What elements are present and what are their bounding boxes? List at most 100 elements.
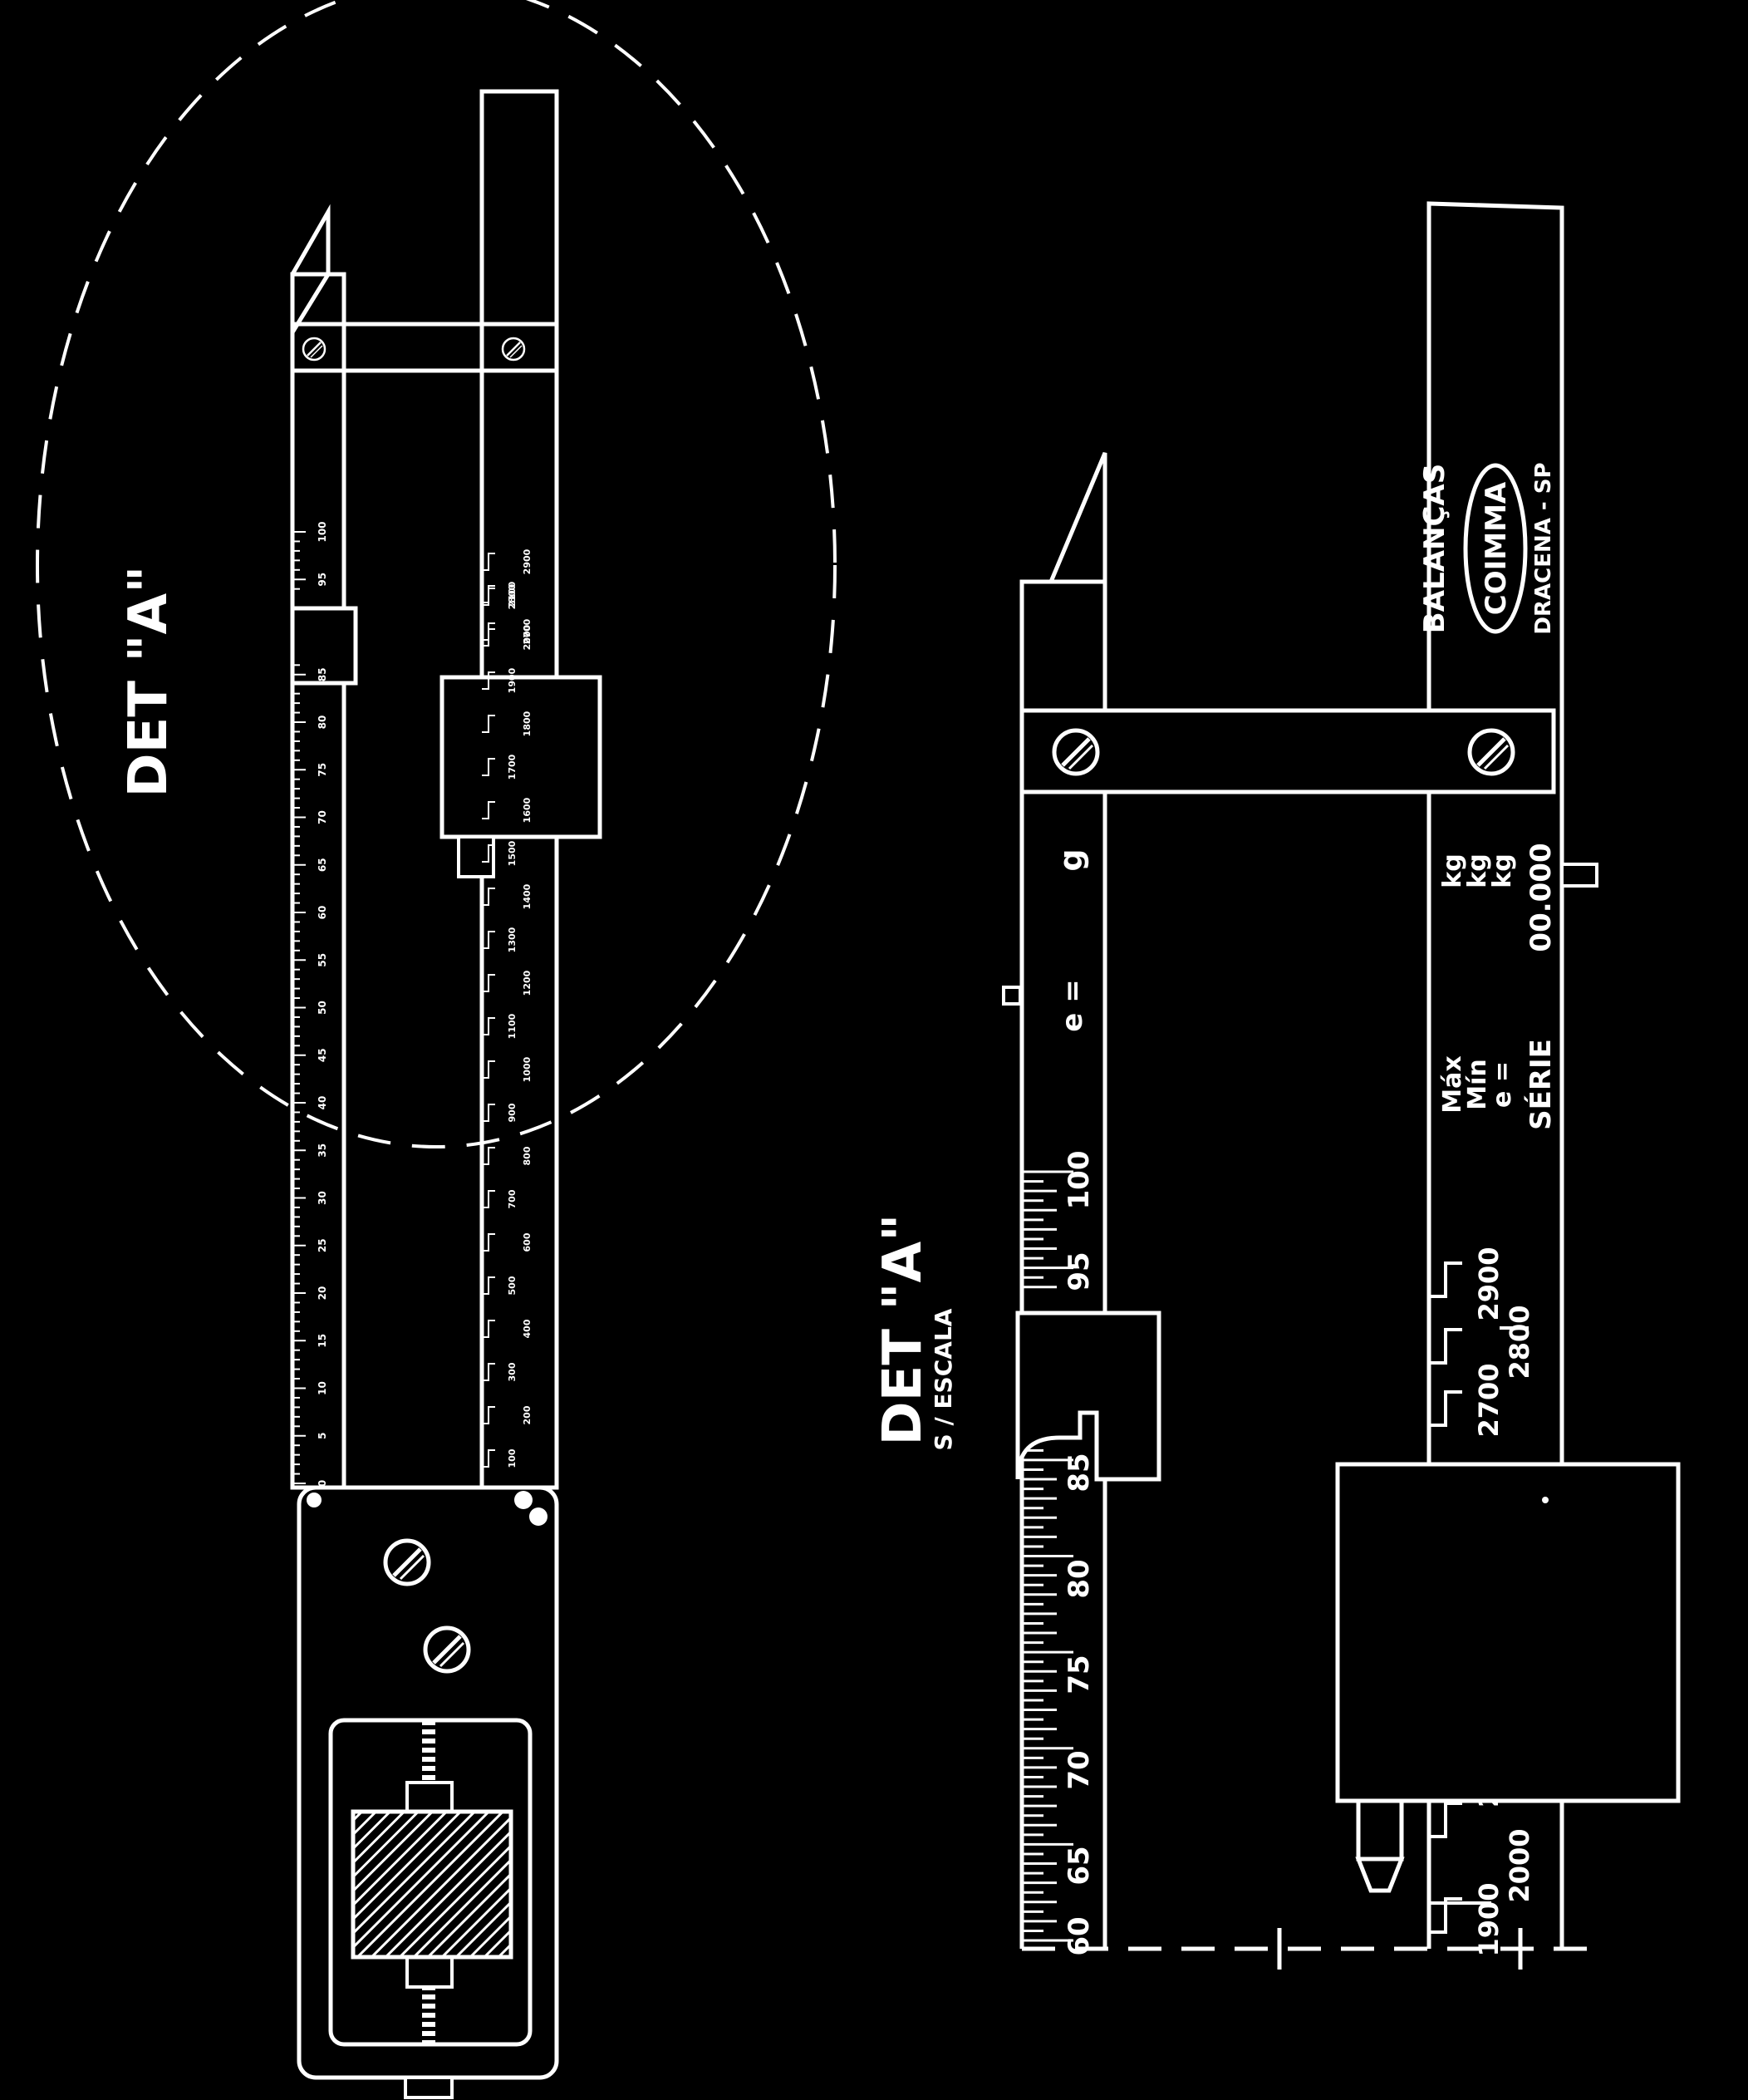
overview-crossbar bbox=[290, 322, 559, 373]
lower-scale-label-2800: 2800 bbox=[1504, 1305, 1535, 1379]
scale-label: 2900 bbox=[522, 548, 533, 574]
scale-notch bbox=[1429, 1897, 1462, 1934]
scale-notch bbox=[482, 931, 495, 949]
detail-callout-ellipse bbox=[36, 0, 837, 1148]
upper-scale-label-65: 65 bbox=[1063, 1846, 1096, 1885]
scale-label: 55 bbox=[317, 953, 328, 967]
scale-notch bbox=[482, 1017, 495, 1035]
scale-label: 100 bbox=[507, 1448, 518, 1468]
data-plate-row-unit: 00.000 bbox=[1525, 843, 1558, 952]
scale-label: 70 bbox=[317, 810, 328, 824]
scale-label: 800 bbox=[522, 1146, 533, 1165]
counterweight-hatched bbox=[351, 1809, 513, 1960]
scale-label: 1500 bbox=[507, 840, 518, 866]
scale-label: 1200 bbox=[522, 970, 533, 996]
scale-label: 1900 bbox=[507, 667, 518, 693]
scale-label: 900 bbox=[507, 1103, 518, 1122]
scale-notch bbox=[482, 844, 495, 863]
scale-label: 20 bbox=[317, 1286, 328, 1301]
scale-notch bbox=[482, 888, 495, 906]
scale-notch bbox=[482, 974, 495, 992]
data-plate-row-label: Máx bbox=[1438, 1055, 1467, 1113]
overview-lower-scale-notches bbox=[482, 553, 495, 1468]
scale-label: 700 bbox=[507, 1189, 518, 1208]
scale-notch bbox=[1429, 1261, 1462, 1298]
scale-label: 65 bbox=[317, 858, 328, 872]
detail-title: DET "A" bbox=[872, 1214, 934, 1446]
lower-scale-label-1900: 1900 bbox=[1473, 1882, 1505, 1956]
scale-notch bbox=[482, 1449, 495, 1468]
scale-label: 100 bbox=[317, 521, 328, 542]
scale-notch bbox=[482, 1190, 495, 1208]
detail-upper-beam bbox=[1019, 579, 1107, 1949]
upper-scale-label-60: 60 bbox=[1063, 1916, 1096, 1955]
scale-notch bbox=[482, 1147, 495, 1165]
data-plate-row-unit: kg bbox=[1438, 853, 1467, 888]
detail-upper-scale-ticks bbox=[1022, 1170, 1073, 1942]
scale-label: 10 bbox=[317, 1381, 328, 1395]
scale-notch bbox=[1429, 1802, 1462, 1838]
screw-icon bbox=[425, 1628, 469, 1671]
overview-detail-label: DET "A" bbox=[118, 566, 179, 798]
brand-city: DRACENA - SP bbox=[1531, 462, 1556, 634]
detail-lower-rider bbox=[1335, 1462, 1681, 1803]
detail-pointer-tip bbox=[1022, 452, 1107, 706]
scale-notch bbox=[482, 1276, 495, 1295]
detail-lower-scale-notches bbox=[1429, 1261, 1491, 1934]
overview-upper-scale-ticks bbox=[292, 531, 306, 1484]
scale-label: 25 bbox=[317, 1238, 328, 1252]
scale-notch bbox=[482, 758, 495, 776]
scale-label: 200 bbox=[522, 1405, 533, 1424]
upper-scale-label-95: 95 bbox=[1063, 1252, 1096, 1291]
scale-notch bbox=[482, 1233, 495, 1252]
screw-icon bbox=[385, 1541, 429, 1584]
brand-logo-text: COIMMA bbox=[1480, 481, 1513, 615]
scale-label: 600 bbox=[522, 1232, 533, 1252]
scale-label: 40 bbox=[317, 1096, 328, 1110]
scale-label: 45 bbox=[317, 1048, 328, 1062]
scale-label: 30 bbox=[317, 1191, 328, 1205]
scale-notch bbox=[482, 622, 495, 641]
scale-label: 1400 bbox=[522, 883, 533, 909]
data-plate-row-unit: kg bbox=[1463, 853, 1492, 888]
scale-notch bbox=[482, 1104, 495, 1122]
detail-upper-rider bbox=[1015, 1311, 1161, 1482]
overview-upper-rider bbox=[290, 606, 358, 686]
detail-scale-note: S / ESCALA bbox=[930, 1308, 957, 1450]
division-unit: g bbox=[1053, 848, 1089, 871]
lower-scale-label-2000: 2000 bbox=[1504, 1828, 1535, 1902]
scale-notch bbox=[1429, 1390, 1462, 1427]
scale-label: 50 bbox=[317, 1001, 328, 1015]
data-plate-row-label: e = bbox=[1488, 1061, 1517, 1108]
scale-label: 80 bbox=[317, 716, 328, 730]
data-plate-row-unit: kg bbox=[1488, 853, 1517, 888]
data-plate: Máx Mín e = SÉRIE kg kg kg 00.000 bbox=[1438, 843, 1598, 1130]
upper-scale-label-80: 80 bbox=[1063, 1559, 1096, 1598]
scale-label: 1800 bbox=[522, 711, 533, 736]
scale-notch bbox=[482, 1320, 495, 1338]
scale-label: 500 bbox=[507, 1276, 518, 1295]
scale-label: 300 bbox=[507, 1362, 518, 1381]
screw-icon bbox=[501, 337, 526, 361]
overview-lower-rider bbox=[439, 675, 602, 839]
lower-scale-label-2700: 2700 bbox=[1473, 1363, 1505, 1437]
scale-notch bbox=[482, 715, 495, 733]
upper-scale-label-70: 70 bbox=[1063, 1750, 1096, 1789]
scale-label: 2000 bbox=[522, 624, 533, 650]
overview-lower-scale-labels: 1002003004005006007008009001000110012001… bbox=[507, 548, 533, 1468]
scale-notch bbox=[482, 588, 495, 606]
detail-crossbar bbox=[1019, 708, 1556, 794]
scale-label: 85 bbox=[317, 667, 328, 681]
scale-label: 5 bbox=[317, 1433, 328, 1439]
scale-label: 15 bbox=[317, 1334, 328, 1348]
brand-plate: BALANÇAS COIMMA DRACENA - SP bbox=[1418, 462, 1556, 634]
scale-label: 35 bbox=[317, 1143, 328, 1158]
overview-drawing: DET "A" bbox=[36, 0, 837, 2099]
scale-label: 0 bbox=[317, 1480, 328, 1487]
scale-label: 75 bbox=[317, 763, 328, 777]
scale-notch bbox=[1429, 1328, 1462, 1365]
scale-label: 1700 bbox=[507, 754, 518, 780]
scale-label: 2700 bbox=[522, 618, 533, 644]
